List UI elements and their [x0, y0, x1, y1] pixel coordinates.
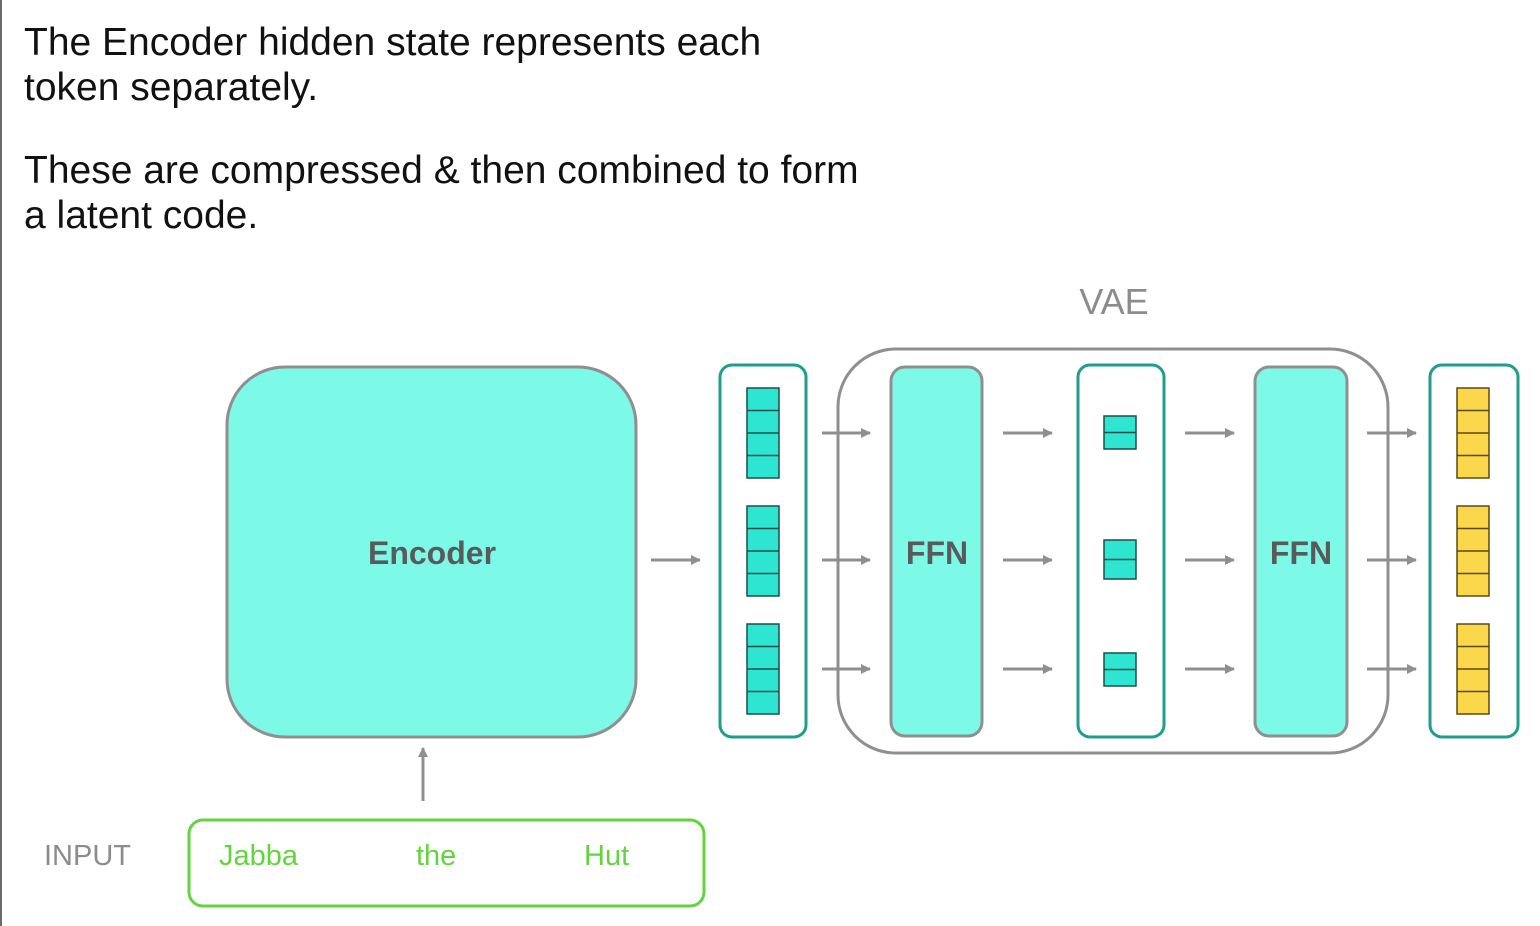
input-token-hut: Hut [584, 840, 629, 872]
ffn-block-2 [1253, 365, 1349, 738]
ffn-label-1: FFN [906, 535, 968, 571]
encoder-label: Encoder [368, 535, 496, 571]
hidden-state-vector-3 [746, 623, 780, 715]
compressed-vector-1 [1103, 415, 1137, 450]
page-left-border [0, 0, 2, 926]
compressed-codes-container [1076, 363, 1166, 739]
ffn-block-1 [889, 365, 984, 738]
input-token-the: the [416, 840, 456, 872]
encoder-block [225, 365, 638, 739]
compressed-vector-2 [1103, 539, 1137, 580]
input-label: INPUT [44, 840, 131, 872]
vae-container [836, 347, 1390, 755]
latent-vector-2 [1456, 505, 1490, 597]
hidden-state-vector-2 [746, 505, 780, 597]
latent-vector-3 [1456, 623, 1490, 715]
ffn-label-2: FFN [1270, 535, 1332, 571]
hidden-state-vector-1 [746, 387, 780, 479]
compressed-vector-3 [1103, 652, 1137, 687]
description-paragraph-2: These are compressed & then combined to … [24, 149, 859, 237]
vae-label: VAE [1079, 281, 1148, 322]
description-paragraph-1: The Encoder hidden state represents each… [24, 21, 762, 109]
input-tokens-box [187, 818, 706, 908]
latent-vector-1 [1456, 387, 1490, 479]
latent-code-container [1428, 363, 1520, 739]
hidden-states-container [718, 363, 808, 739]
input-token-jabba: Jabba [219, 840, 299, 872]
